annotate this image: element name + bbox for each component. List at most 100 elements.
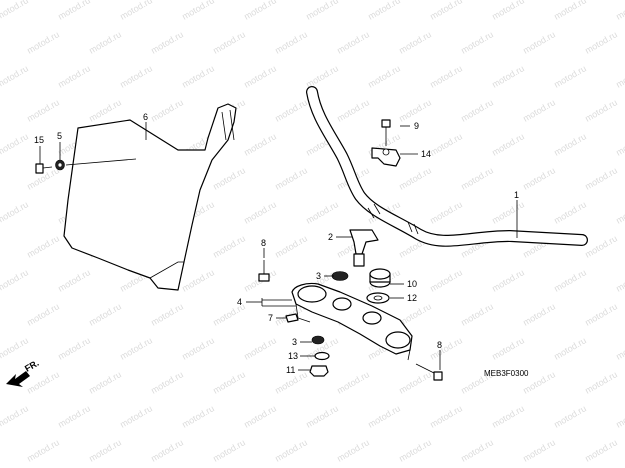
watermark-text: motod.ru <box>56 0 92 22</box>
watermark-text: motod.ru <box>273 97 309 123</box>
watermark-text: motod.ru <box>56 267 92 293</box>
watermark-text: motod.ru <box>0 63 30 89</box>
watermark-text: motod.ru <box>149 301 185 327</box>
watermark-text: motod.ru <box>428 0 464 22</box>
watermark-text: motod.ru <box>118 0 154 22</box>
callout-1: 1 <box>514 190 519 200</box>
watermark-text: motod.ru <box>304 199 340 225</box>
watermark-text: motod.ru <box>397 29 433 55</box>
watermark-text: motod.ru <box>273 165 309 191</box>
callout-8-lower: 8 <box>437 340 442 350</box>
watermark-text: motod.ru <box>0 335 30 361</box>
watermark-text: motod.ru <box>521 97 557 123</box>
watermark-text: motod.ru <box>149 369 185 395</box>
collar-3-upper <box>331 271 349 281</box>
watermark-text: motod.ru <box>25 301 61 327</box>
watermark-text: motod.ru <box>87 97 123 123</box>
watermark-text: motod.ru <box>87 369 123 395</box>
watermark-text: motod.ru <box>583 301 619 327</box>
watermark-text: motod.ru <box>583 233 619 259</box>
watermark-text: motod.ru <box>0 199 30 225</box>
watermark-text: motod.ru <box>118 403 154 429</box>
watermark-text: motod.ru <box>490 267 526 293</box>
watermark-text: motod.ru <box>242 131 278 157</box>
watermark-text: motod.ru <box>273 233 309 259</box>
watermark-text: motod.ru <box>242 199 278 225</box>
watermark-text: motod.ru <box>118 63 154 89</box>
watermark-text: motod.ru <box>25 233 61 259</box>
nut-11 <box>309 365 329 377</box>
callout-13: 13 <box>288 351 298 361</box>
watermark-text: motod.ru <box>242 63 278 89</box>
watermark-text: motod.ru <box>428 199 464 225</box>
watermark-text: motod.ru <box>211 29 247 55</box>
callout-3-lower: 3 <box>292 337 297 347</box>
watermark-text: motod.ru <box>87 301 123 327</box>
watermark-text: motod.ru <box>0 0 30 22</box>
watermark-text: motod.ru <box>397 437 433 463</box>
watermark-text: motod.ru <box>273 437 309 463</box>
watermark-text: motod.ru <box>242 335 278 361</box>
watermark-text: motod.ru <box>0 267 30 293</box>
upper-holder-14 <box>371 147 401 167</box>
watermark-text: motod.ru <box>428 131 464 157</box>
watermark-text: motod.ru <box>428 267 464 293</box>
watermark-text: motod.ru <box>366 403 402 429</box>
watermark-text: motod.ru <box>490 63 526 89</box>
watermark-text: motod.ru <box>614 199 625 225</box>
watermark-text: motod.ru <box>614 403 625 429</box>
watermark-text: motod.ru <box>552 403 588 429</box>
watermark-text: motod.ru <box>614 0 625 22</box>
watermark-text: motod.ru <box>521 29 557 55</box>
washer-13 <box>314 351 330 361</box>
watermark-text: motod.ru <box>428 335 464 361</box>
watermark-text: motod.ru <box>87 437 123 463</box>
callout-6: 6 <box>143 112 148 122</box>
watermark-text: motod.ru <box>25 29 61 55</box>
washer-12 <box>366 292 390 304</box>
watermark-text: motod.ru <box>583 97 619 123</box>
watermark-text: motod.ru <box>552 335 588 361</box>
watermark-text: motod.ru <box>87 29 123 55</box>
watermark-text: motod.ru <box>614 131 625 157</box>
watermark-text: motod.ru <box>490 0 526 22</box>
watermark-text: motod.ru <box>459 301 495 327</box>
watermark-text: motod.ru <box>304 0 340 22</box>
top-bridge-4 <box>291 282 413 361</box>
callout-12: 12 <box>407 293 417 303</box>
watermark-text: motod.ru <box>149 97 185 123</box>
callout-10: 10 <box>407 279 417 289</box>
watermark-text: motod.ru <box>521 301 557 327</box>
lower-holder-2 <box>349 229 379 267</box>
watermark-text: motod.ru <box>211 369 247 395</box>
watermark-text: motod.ru <box>428 63 464 89</box>
watermark-text: motod.ru <box>397 165 433 191</box>
watermark-text: motod.ru <box>490 403 526 429</box>
watermark-text: motod.ru <box>397 97 433 123</box>
watermark-text: motod.ru <box>614 63 625 89</box>
callout-5: 5 <box>57 131 62 141</box>
watermark-text: motod.ru <box>459 165 495 191</box>
watermark-text: motod.ru <box>180 335 216 361</box>
number-plate <box>63 103 237 291</box>
callout-2: 2 <box>328 232 333 242</box>
watermark-text: motod.ru <box>552 199 588 225</box>
watermark-text: motod.ru <box>428 403 464 429</box>
bolt-15 <box>35 163 53 174</box>
watermark-text: motod.ru <box>583 369 619 395</box>
watermark-text: motod.ru <box>552 0 588 22</box>
watermark-text: motod.ru <box>0 403 30 429</box>
callout-9: 9 <box>414 121 419 131</box>
washer-5 <box>55 159 65 171</box>
watermark-text: motod.ru <box>242 0 278 22</box>
watermark-text: motod.ru <box>180 267 216 293</box>
watermark-text: motod.ru <box>180 403 216 429</box>
watermark-text: motod.ru <box>304 63 340 89</box>
handlebar <box>306 86 588 247</box>
watermark-text: motod.ru <box>335 97 371 123</box>
watermark-text: motod.ru <box>614 267 625 293</box>
watermark-text: motod.ru <box>25 369 61 395</box>
watermark-text: motod.ru <box>25 437 61 463</box>
washer-7 <box>285 313 299 323</box>
